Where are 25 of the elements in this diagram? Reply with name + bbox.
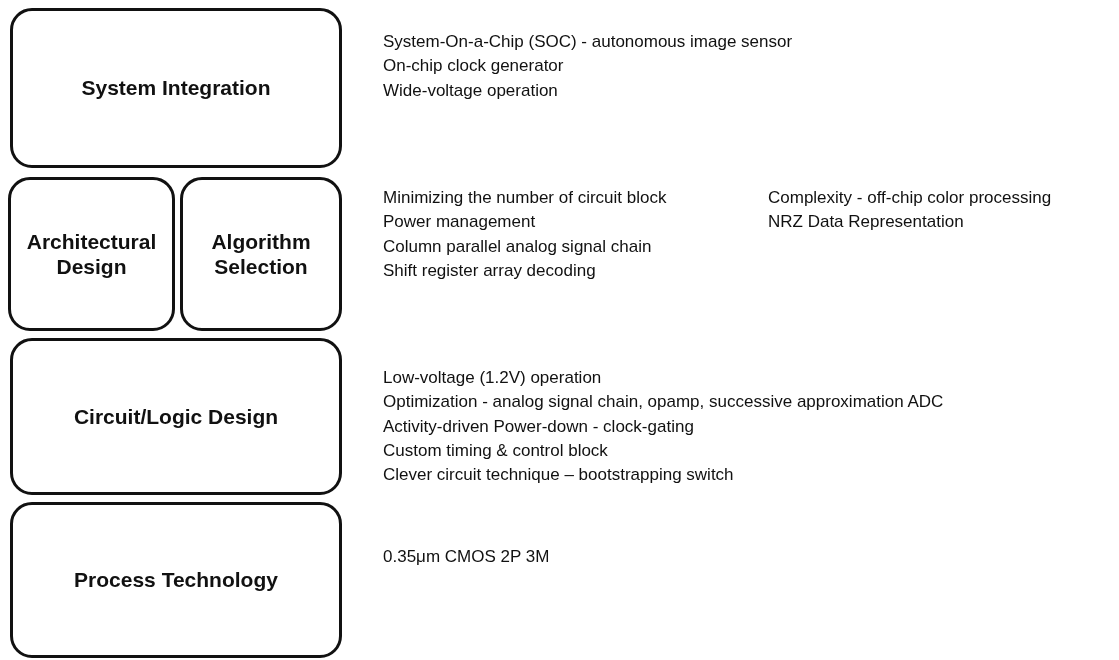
box-title: Architectural Design	[25, 228, 158, 280]
feature-text: Custom timing & control block	[383, 439, 609, 462]
feature-text: Wide-voltage operation	[383, 79, 559, 102]
feature-text: Complexity - off-chip color processing	[768, 187, 1052, 209]
box-title: Process Technology	[74, 567, 278, 593]
feature-text: Clever circuit technique – bootstrapping switch	[383, 464, 735, 487]
process-box	[10, 502, 342, 658]
feature-text: Column parallel analog signal chain	[383, 235, 653, 258]
feature-text: Power management	[383, 211, 537, 234]
feature-text: Activity-driven Power-down - clock-gating	[383, 415, 695, 438]
feature-text: Shift register array decoding	[383, 259, 597, 282]
feature-text: System-On-a-Chip (SOC) - autonomous image sensor	[383, 31, 793, 53]
feature-text: Optimization - analog signal chain, opamp, successive approximation ADC	[383, 391, 944, 414]
box-title: Algorithm Selection	[210, 228, 312, 280]
process-box	[10, 8, 342, 168]
box-title: Circuit/Logic Design	[73, 403, 279, 430]
box-title: System Integration	[81, 75, 271, 101]
process-box	[10, 338, 342, 495]
feature-text: Minimizing the number of circuit block	[383, 187, 667, 209]
feature-text: Low-voltage (1.2V) operation	[383, 367, 603, 389]
process-box	[180, 177, 342, 331]
feature-text: 0.35μm CMOS 2P 3M	[383, 546, 550, 568]
feature-text: On-chip clock generator	[383, 55, 565, 78]
process-box	[8, 177, 175, 331]
feature-text: NRZ Data Representation	[768, 211, 965, 234]
